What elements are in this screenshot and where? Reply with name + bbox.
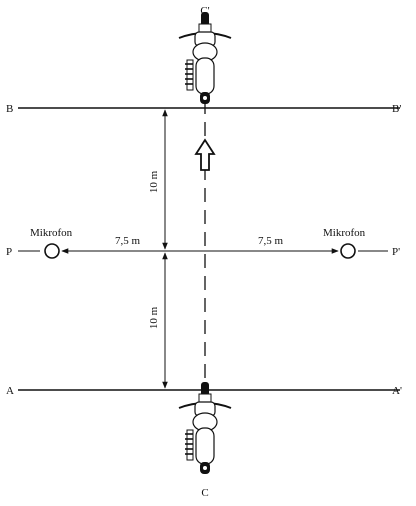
- upper-distance-label: 10 m: [148, 170, 160, 193]
- motorcycle-topview-icon: [178, 11, 232, 105]
- label-b-left: B: [6, 103, 13, 115]
- label-a-left: A: [6, 385, 14, 397]
- left-offset-label: 7,5 m: [115, 235, 141, 247]
- right-offset-label: 7,5 m: [258, 235, 284, 247]
- microphone-left-label: Mikrofon: [30, 227, 73, 239]
- label-b-right: B': [392, 103, 401, 115]
- motorcycle-topview-icon: [178, 381, 232, 475]
- label-c-top: C': [200, 5, 209, 17]
- microphone-right-label: Mikrofon: [323, 227, 366, 239]
- lower-distance-label: 10 m: [148, 306, 160, 329]
- label-a-right: A': [392, 385, 402, 397]
- label-p-left: P: [6, 246, 12, 258]
- label-p-right: P': [392, 246, 400, 258]
- microphone-circle-icon: [340, 243, 356, 259]
- up-arrow-icon: [194, 138, 216, 171]
- microphone-circle-icon: [44, 243, 60, 259]
- label-c-bottom: C: [201, 487, 208, 499]
